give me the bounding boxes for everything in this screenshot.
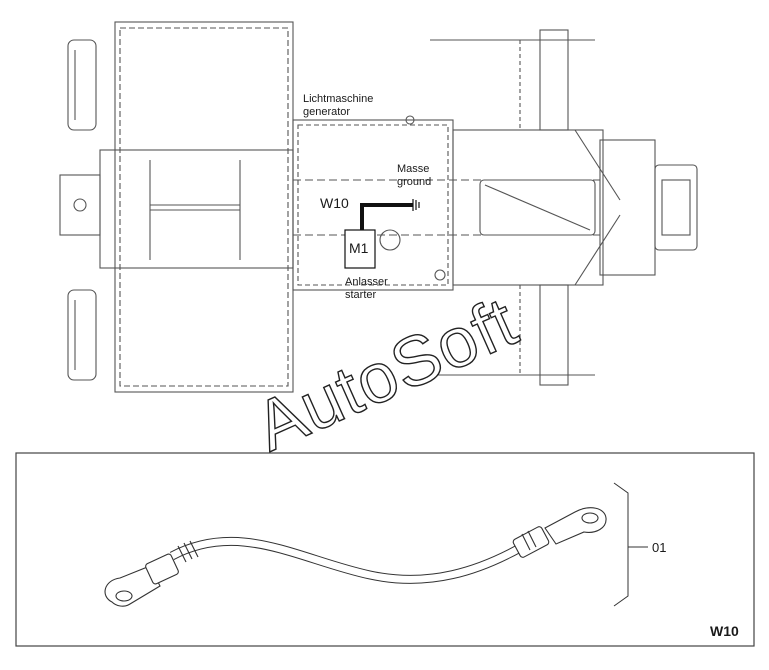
- detail-frame-label: W10: [710, 623, 739, 639]
- cable-id-label: W10: [320, 195, 349, 211]
- ground-cable-drawing: [104, 507, 607, 607]
- ground-label-de: Masse: [397, 163, 429, 175]
- part-number-label: 01: [652, 540, 666, 555]
- watermark: AutoSoft: [244, 282, 528, 466]
- generator-label-de: Lichtmaschine: [303, 93, 373, 105]
- generator-label-en: generator: [303, 106, 350, 118]
- motor-id-label: M1: [349, 240, 369, 256]
- vehicle-top-view: [59, 21, 698, 393]
- starter-motor-m1: [344, 229, 376, 269]
- ground-label-en: ground: [397, 176, 431, 188]
- starter-label-en: starter: [345, 289, 377, 301]
- detail-frame: [15, 452, 755, 647]
- w10-cable-trace: [360, 199, 420, 232]
- starter-label-de: Anlasser: [345, 276, 388, 288]
- part-callout-bracket: [613, 482, 648, 607]
